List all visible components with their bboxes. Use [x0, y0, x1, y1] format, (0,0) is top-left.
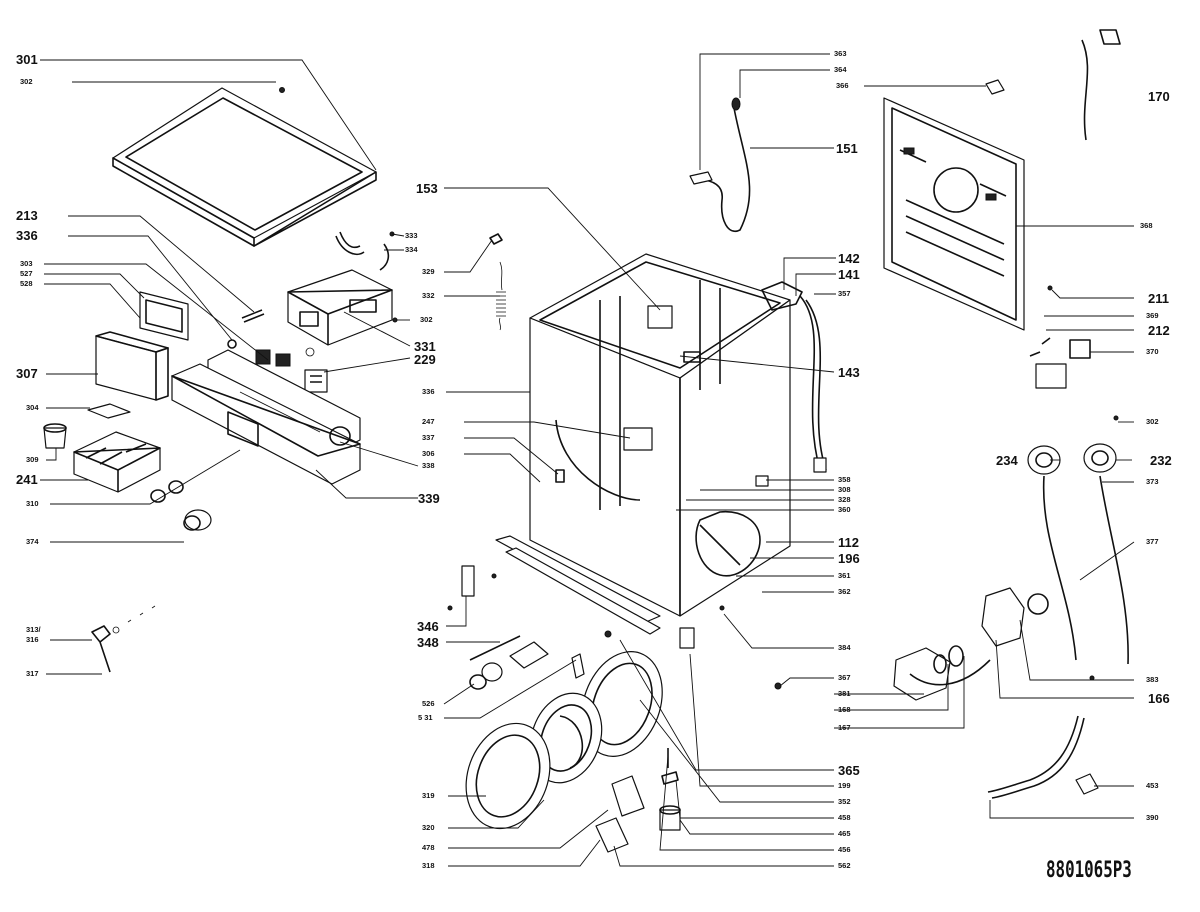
label-360: 360 [838, 505, 851, 514]
label-170: 170 [1148, 89, 1170, 104]
label-374: 374 [26, 537, 39, 546]
label-143: 143 [838, 365, 860, 380]
label-211: 211 [1148, 291, 1169, 306]
label-304: 304 [26, 403, 39, 412]
label-303: 303 [20, 259, 33, 268]
label-333: 333 [405, 231, 418, 240]
label-339: 339 [418, 491, 440, 506]
label-309: 309 [26, 455, 39, 464]
label-358: 358 [838, 475, 851, 484]
label-363: 363 [834, 49, 847, 58]
label-313: 313/ [26, 625, 41, 634]
label-364: 364 [834, 65, 847, 74]
label-112: 112 [838, 535, 859, 550]
label-212: 212 [1148, 323, 1170, 338]
label-301: 301 [16, 52, 38, 67]
door-assembly [447, 565, 695, 853]
label-465: 465 [838, 829, 851, 838]
detergent-drawer-assembly [287, 231, 506, 393]
label-352: 352 [838, 797, 851, 806]
label-167: 167 [838, 723, 851, 732]
label-357: 357 [838, 289, 851, 298]
leader-lines [40, 53, 1135, 867]
label-166: 166 [1148, 691, 1170, 706]
label-346: 346 [417, 619, 439, 634]
label-456: 456 [838, 845, 851, 854]
control-panel [171, 349, 361, 485]
label-368: 368 [1140, 221, 1153, 230]
label-302: 302 [20, 77, 33, 86]
label-332: 332 [422, 291, 435, 300]
label-302-c: 302 [1146, 417, 1159, 426]
label-367: 367 [838, 673, 851, 682]
label-247: 247 [422, 417, 435, 426]
front-panel-parts [43, 291, 265, 673]
label-526: 526 [422, 699, 435, 708]
label-370: 370 [1146, 347, 1159, 356]
label-369: 369 [1146, 311, 1159, 320]
label-562: 562 [838, 861, 851, 870]
label-168: 168 [838, 705, 851, 714]
label-383: 383 [1146, 675, 1159, 684]
label-302-b: 302 [420, 315, 433, 324]
label-328: 328 [838, 495, 851, 504]
label-453: 453 [1146, 781, 1159, 790]
label-384: 384 [838, 643, 851, 652]
label-329: 329 [422, 267, 435, 276]
label-213: 213 [16, 208, 38, 223]
label-318: 318 [422, 861, 435, 870]
label-308: 308 [838, 485, 851, 494]
label-365: 365 [838, 763, 860, 778]
label-232: 232 [1150, 453, 1172, 468]
label-319: 319 [422, 791, 435, 800]
label-142: 142 [838, 251, 860, 266]
label-306: 306 [422, 449, 435, 458]
label-141: 141 [838, 267, 860, 282]
label-196: 196 [838, 551, 860, 566]
label-334: 334 [405, 245, 418, 254]
label-458: 458 [838, 813, 851, 822]
label-348: 348 [417, 635, 439, 650]
label-377: 377 [1146, 537, 1159, 546]
label-241: 241 [16, 472, 38, 487]
label-362: 362 [838, 587, 851, 596]
label-317: 317 [26, 669, 39, 678]
label-338: 338 [422, 461, 435, 470]
label-229: 229 [414, 352, 436, 367]
label-361: 361 [838, 571, 851, 580]
washer-cabinet [495, 253, 827, 635]
label-527: 527 [20, 269, 33, 278]
label-316: 316 [26, 635, 39, 644]
label-151: 151 [836, 141, 858, 156]
label-307: 307 [16, 366, 38, 381]
document-code: 8801065P3 [1046, 858, 1132, 883]
label-528: 528 [20, 279, 33, 288]
label-478: 478 [422, 843, 435, 852]
label-320: 320 [422, 823, 435, 832]
label-331: 331 [414, 339, 436, 354]
label-381: 381 [838, 689, 851, 698]
label-531: 5 31 [418, 713, 433, 722]
label-336-b: 336 [422, 387, 435, 396]
label-366: 366 [836, 81, 849, 90]
label-373: 373 [1146, 477, 1159, 486]
label-153: 153 [416, 181, 438, 196]
label-199: 199 [838, 781, 851, 790]
label-337: 337 [422, 433, 435, 442]
hoses-and-rear-panel [689, 29, 1129, 799]
label-390: 390 [1146, 813, 1159, 822]
label-310: 310 [26, 499, 39, 508]
top-lid [112, 87, 377, 247]
label-336: 336 [16, 228, 38, 243]
label-234: 234 [996, 453, 1018, 468]
